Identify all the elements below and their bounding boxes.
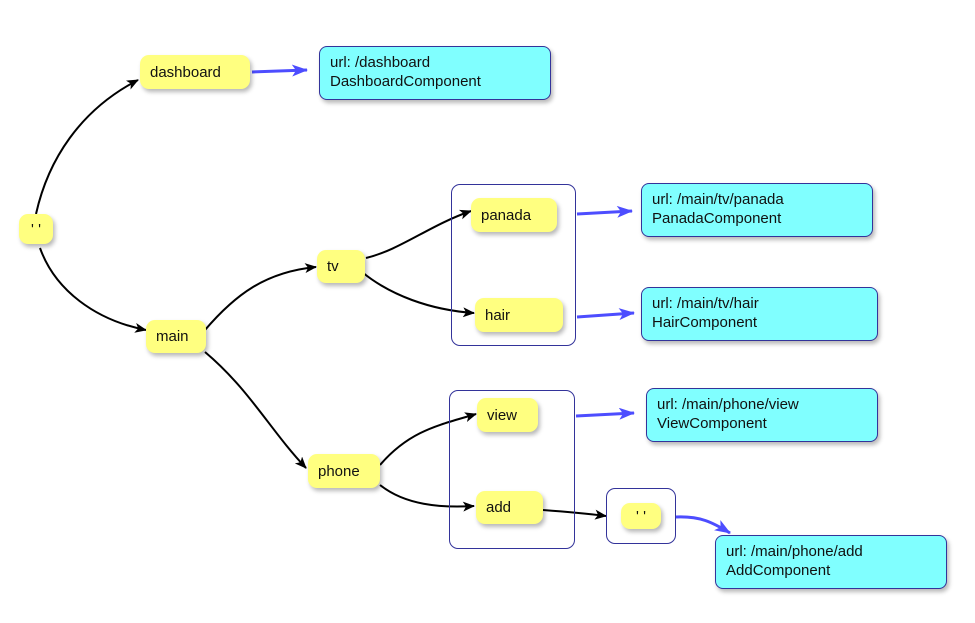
edge-phone-add (379, 484, 475, 512)
edge-phone-view (379, 412, 477, 466)
edge-add-child (542, 509, 607, 520)
route-target-view: url: /main/phone/view ViewComponent (646, 388, 878, 442)
node-phone: phone (308, 454, 380, 488)
edge-main-phone (204, 351, 307, 469)
add-children-group (606, 488, 676, 544)
node-add-child: ' ' (621, 503, 661, 529)
edge-dashboard-route (251, 64, 308, 77)
edge-root-main (39, 247, 147, 333)
tv-children-group (451, 184, 576, 346)
route-target-dashboard: url: /dashboard DashboardComponent (319, 46, 551, 100)
edge-panada-route (576, 205, 633, 218)
route-url: url: /main/tv/panada (652, 191, 784, 208)
node-view: view (477, 398, 538, 432)
route-component: ViewComponent (657, 415, 767, 432)
route-target-add: url: /main/phone/add AddComponent (715, 535, 947, 589)
edge-main-tv (204, 263, 317, 331)
route-url: url: /main/tv/hair (652, 295, 759, 312)
edge-hair-route (576, 308, 635, 321)
node-tv: tv (317, 250, 365, 283)
node-panada: panada (471, 198, 557, 232)
route-component: AddComponent (726, 562, 831, 579)
route-component: HairComponent (652, 314, 758, 331)
edge-root-dashboard (35, 79, 139, 215)
node-root: ' ' (19, 214, 53, 244)
route-url: url: /main/phone/add (726, 543, 863, 560)
route-target-panada: url: /main/tv/panada PanadaComponent (641, 183, 873, 237)
edge-tv-hair (361, 271, 475, 318)
node-dashboard: dashboard (140, 55, 250, 89)
node-main: main (146, 320, 206, 353)
node-add: add (476, 491, 543, 524)
phone-children-group (449, 390, 575, 549)
route-target-hair: url: /main/tv/hair HairComponent (641, 287, 878, 341)
route-component: PanadaComponent (652, 210, 782, 227)
route-component: DashboardComponent (330, 73, 481, 90)
route-url: url: /dashboard (330, 54, 431, 71)
route-url: url: /main/phone/view (657, 396, 799, 413)
node-hair: hair (475, 298, 563, 332)
edge-tv-panada (365, 209, 472, 259)
edge-add-route (675, 515, 731, 535)
edge-view-route (575, 407, 635, 420)
